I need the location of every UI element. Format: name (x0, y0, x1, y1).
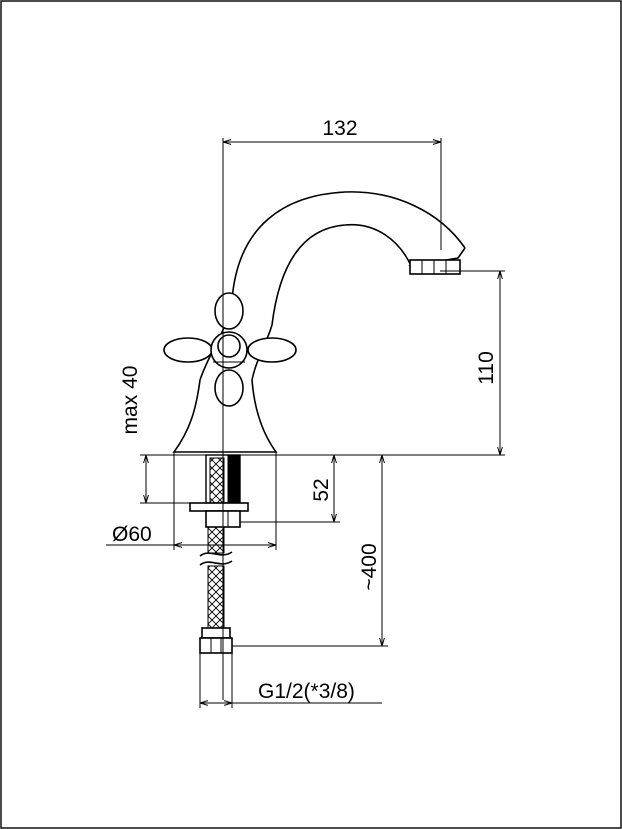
hose-length-label: ~400 (358, 543, 381, 590)
hose-connector (199, 637, 233, 654)
dimension-base-diameter: Ø60 (106, 452, 277, 550)
dimension-spout-height: 110 (440, 270, 505, 455)
spout-reach-label: 132 (322, 117, 357, 140)
fixing-plate (189, 502, 249, 512)
connection-thread-label: G1/2(*3/8) (258, 680, 355, 703)
dimension-hose-length: ~400 (232, 455, 388, 647)
shank-assembly (189, 454, 249, 528)
hose-ferrule (201, 627, 231, 639)
base-diameter-label: Ø60 (112, 523, 152, 546)
shank-length-label: 52 (310, 478, 333, 501)
faucet-base (172, 379, 278, 453)
spout-height-label: 110 (475, 351, 498, 384)
cross-handle (163, 292, 297, 407)
max-deck-label: max 40 (119, 366, 142, 435)
dimension-connection-thread: G1/2(*3/8) (199, 653, 382, 708)
dimension-max-deck: max 40 (119, 366, 190, 504)
dimension-shank-length: 52 (240, 455, 340, 523)
aerator (409, 259, 461, 275)
dimension-spout-reach: 132 (223, 117, 442, 250)
flexible-hose (199, 526, 233, 654)
